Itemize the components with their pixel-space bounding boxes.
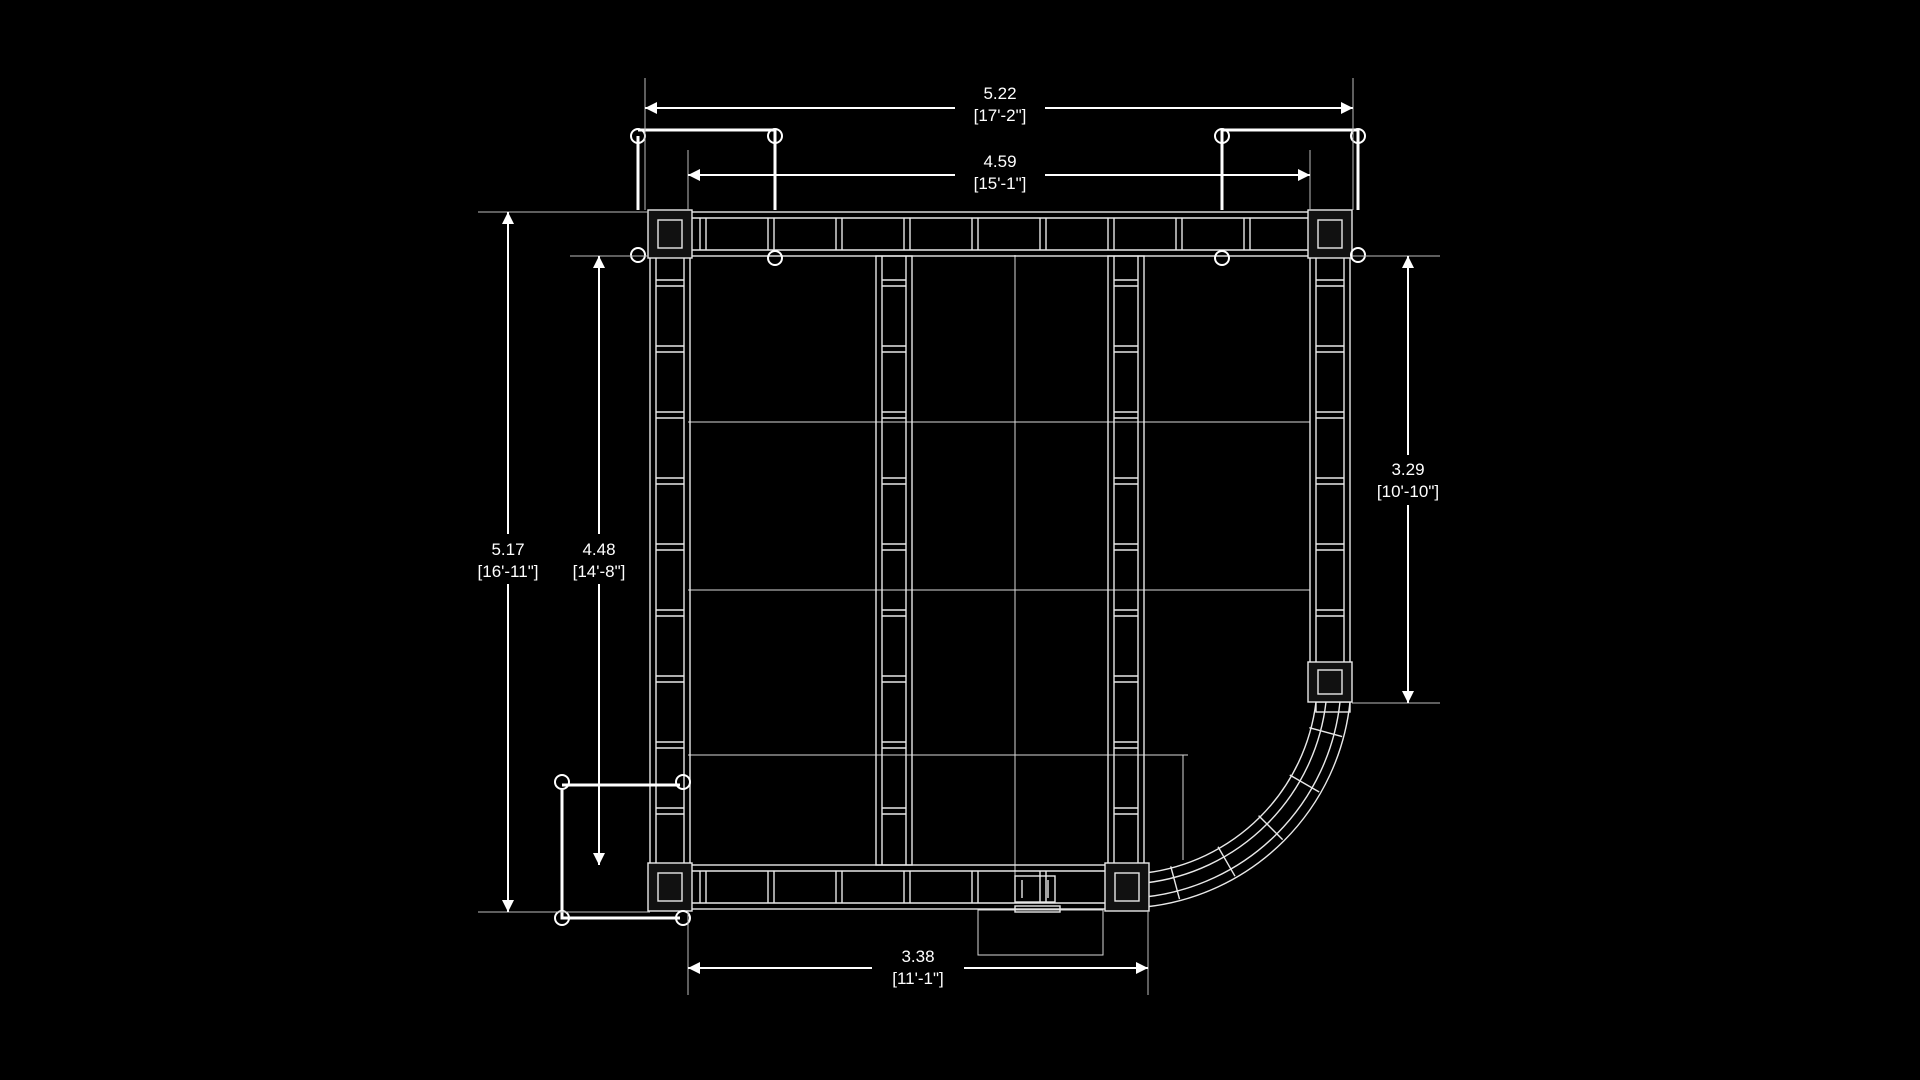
dim-overall-depth-metric: 5.17: [491, 540, 524, 559]
access-hatch: [1014, 875, 1061, 913]
dim-inner-width-imperial: [15'-1"]: [974, 174, 1027, 193]
outriggers: [554, 128, 1366, 926]
dim-bottom-span-imperial: [11'-1"]: [892, 969, 944, 988]
dim-inner-depth-imperial: [14'-8"]: [573, 562, 626, 581]
corner-blocks: [647, 209, 1353, 912]
dim-inner-depth-metric: 4.48: [582, 540, 615, 559]
dim-overall-width: 5.22 [17'-2"]: [955, 80, 1045, 128]
dim-overall-depth: 5.17 [16'-11"]: [466, 534, 550, 584]
dim-bottom-span-metric: 3.38: [901, 947, 934, 966]
dim-right-span-metric: 3.29: [1391, 460, 1424, 479]
arc-web: [1309, 727, 1343, 738]
inner-beam-left: [875, 255, 913, 866]
arc-web: [1289, 774, 1320, 793]
dim-inner-depth: 4.48 [14'-8"]: [559, 534, 639, 584]
deck-grid: [688, 255, 1310, 956]
right-truss: [1309, 255, 1351, 665]
extension-lines: [478, 78, 1440, 995]
dim-right-span: 3.29 [10'-10"]: [1362, 455, 1454, 505]
corner-arc-truss: [1144, 701, 1351, 908]
inner-beam-right: [1107, 255, 1145, 866]
dim-overall-depth-imperial: [16'-11"]: [478, 562, 539, 581]
arc-web: [1258, 815, 1284, 841]
arc-web: [1217, 846, 1236, 877]
left-truss: [649, 255, 691, 866]
arc-web: [1170, 866, 1181, 900]
dimension-lines: [502, 102, 1414, 974]
dim-bottom-span: 3.38 [11'-1"]: [872, 943, 964, 993]
dim-inner-width: 4.59 [15'-1"]: [955, 148, 1045, 196]
dim-inner-width-metric: 4.59: [983, 152, 1016, 171]
dim-overall-width-metric: 5.22: [983, 84, 1016, 103]
dim-overall-width-imperial: [17'-2"]: [974, 106, 1027, 125]
dim-right-span-imperial: [10'-10"]: [1377, 482, 1439, 501]
top-truss: [654, 211, 1331, 257]
bottom-truss: [654, 864, 1146, 910]
